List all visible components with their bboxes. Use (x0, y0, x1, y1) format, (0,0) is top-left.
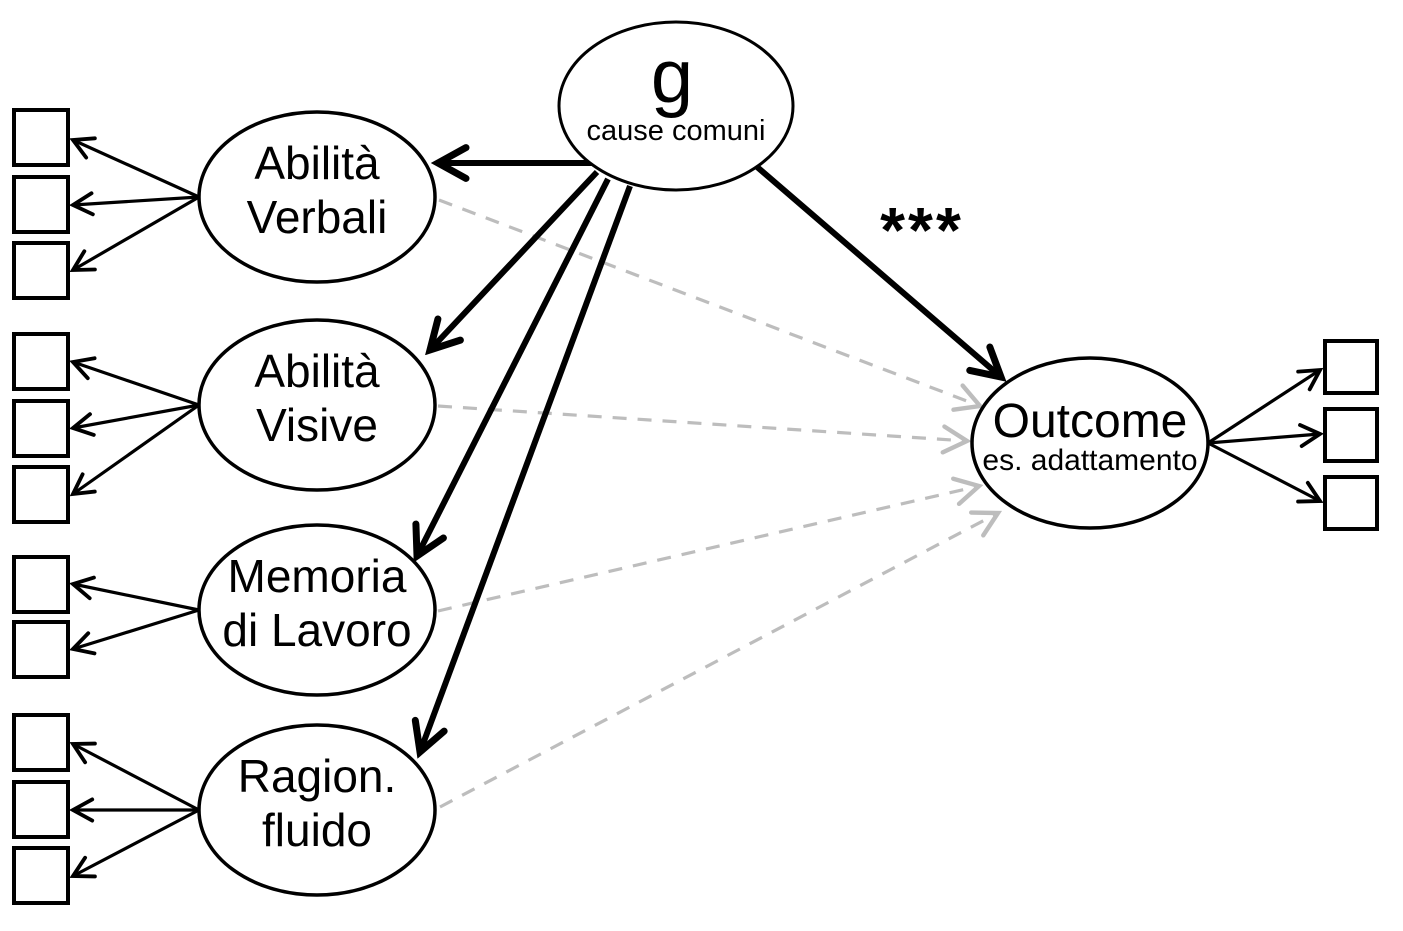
loading-arrow (69, 741, 200, 812)
indicator-square (12, 555, 70, 614)
indicator-square (12, 108, 70, 167)
latent-ellipse (197, 318, 437, 492)
latent-label-line1: Abilità (254, 345, 380, 397)
latent-node-memoria: Memoria di Lavoro (197, 523, 437, 697)
outcome-ellipse (970, 356, 1210, 530)
loading-arrows-memoria (69, 575, 200, 656)
indicator-square (1323, 475, 1379, 531)
outcome-sublabel: es. adattamento (982, 444, 1197, 477)
indicator-square (1323, 407, 1379, 463)
loading-arrow (69, 356, 200, 407)
indicator-square (12, 332, 70, 391)
loading-arrows-outcome (1207, 367, 1324, 504)
dashed-arrow-memoria-outcome (437, 476, 984, 613)
indicators-ragion (12, 713, 70, 905)
latent-label-line1: Abilità (254, 137, 380, 189)
indicators-outcome (1323, 339, 1379, 531)
latent-node-ragion: Ragion. fluido (197, 723, 437, 897)
latent-ellipse (197, 523, 437, 697)
latent-label-line1: Memoria (228, 550, 407, 602)
arrow-g-ragion (420, 184, 633, 752)
loading-arrow (69, 808, 200, 879)
indicators-verbali (12, 108, 70, 300)
loading-arrow (69, 403, 200, 437)
loading-arrow (69, 191, 200, 217)
significance-label: *** (880, 194, 964, 266)
loading-arrow (1207, 423, 1324, 448)
loading-arrow (69, 136, 200, 199)
latent-node-verbali: Abilità Verbali (197, 110, 437, 284)
loading-arrow (1207, 441, 1324, 504)
latent-label-line2: fluido (262, 804, 372, 856)
indicator-square (12, 175, 70, 234)
indicator-square (1323, 339, 1379, 395)
indicators-visive (12, 332, 70, 524)
indicator-square (12, 713, 70, 772)
indicator-square (12, 780, 70, 839)
latent-ellipse (197, 723, 437, 897)
g-node: g cause comuni (557, 20, 795, 192)
loading-arrows-visive (69, 356, 200, 497)
arrow-g-memoria (417, 177, 611, 556)
latent-label-line1: Ragion. (238, 750, 397, 802)
loading-arrow (1207, 367, 1324, 445)
latent-label-line2: Verbali (247, 191, 388, 243)
dashed-paths-latents-to-outcome (437, 198, 1003, 809)
bold-paths-from-g (417, 163, 1001, 752)
latent-node-visive: Abilità Visive (197, 318, 437, 492)
g-label: g (651, 34, 693, 119)
loading-arrow (69, 608, 200, 656)
indicators-memoria (12, 555, 70, 679)
dashed-arrow-visive-outcome (437, 404, 972, 455)
loading-arrow (69, 403, 200, 497)
dashed-arrow-ragion-outcome (439, 510, 1003, 809)
indicator-square (12, 241, 70, 300)
loading-arrow (69, 195, 200, 272)
indicator-square (12, 399, 70, 458)
arrow-g-outcome (754, 163, 1001, 377)
latent-label-line2: Visive (256, 399, 378, 451)
arrow-g-visive (430, 169, 600, 350)
g-sublabel: cause comuni (587, 115, 766, 147)
latent-ellipse (197, 110, 437, 284)
indicator-square (12, 620, 70, 679)
latent-label-line2: di Lavoro (222, 604, 411, 656)
indicator-square (12, 465, 70, 524)
loading-arrow (69, 575, 200, 612)
g-ellipse (557, 20, 795, 192)
outcome-label: Outcome (993, 395, 1188, 448)
outcome-node: Outcome es. adattamento (970, 356, 1210, 530)
loading-arrows-ragion (69, 741, 200, 879)
indicator-square (12, 846, 70, 905)
dashed-arrow-verbali-outcome (438, 198, 985, 412)
loading-arrows-verbali (69, 136, 200, 272)
